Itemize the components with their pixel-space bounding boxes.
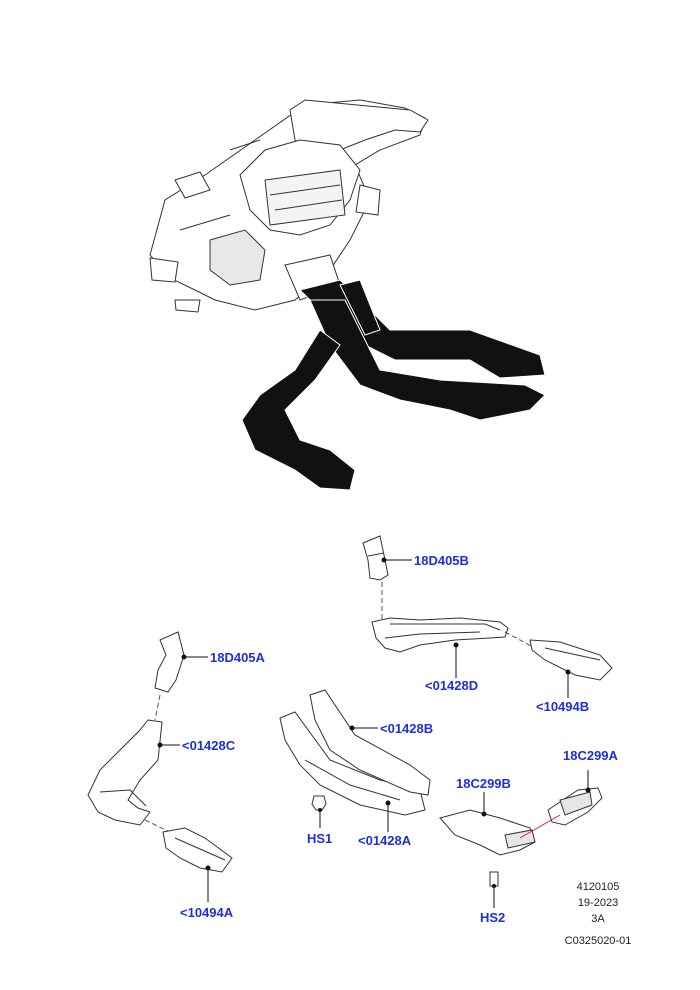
callout-18C299A: 18C299A: [563, 748, 619, 763]
part-18D405B: [362, 535, 389, 581]
part-18C299B: [439, 809, 536, 856]
dash-18D405A: [154, 694, 161, 721]
callout-18D405B: 18D405B: [414, 553, 469, 568]
part-18C299A: [547, 787, 603, 826]
part-HS1: [311, 795, 327, 811]
leader-dot-01428A: [385, 800, 391, 806]
part-HS2: [489, 871, 499, 887]
callout-10494B: <10494B: [536, 699, 589, 714]
callout-HS1: HS1: [307, 831, 332, 846]
callout-18C299B: 18C299B: [456, 776, 511, 791]
callout-01428C: <01428C: [182, 738, 236, 753]
heater-assembly-outline: [149, 99, 429, 313]
callout-01428D: <01428D: [425, 678, 478, 693]
leader-dot-01428C: [157, 742, 163, 748]
leader-dot-10494B: [565, 669, 571, 675]
part-01428C: [87, 719, 163, 826]
leader-dot-10494A: [205, 865, 211, 871]
part-18D405A: [154, 631, 185, 693]
part-01428D: [371, 617, 509, 653]
callout-18D405A: 18D405A: [210, 650, 266, 665]
callout-HS2: HS2: [480, 910, 505, 925]
reference-line-3: 3A: [591, 913, 605, 925]
leader-dot-18C299A: [585, 787, 591, 793]
dash-01428C: [144, 819, 171, 833]
reference-line-2: 19-2023: [578, 897, 618, 909]
callout-01428A: <01428A: [358, 833, 412, 848]
part-10494A: [162, 827, 233, 873]
highlight-line: [519, 814, 561, 839]
leader-dot-18D405B: [381, 557, 387, 563]
reference-line-1: 4120105: [577, 881, 620, 893]
black-duct-set: [241, 279, 546, 491]
leader-dot-HS1: [318, 808, 322, 812]
callout-10494A: <10494A: [180, 905, 234, 920]
leader-dot-01428B: [349, 725, 355, 731]
leader-dot-18C299B: [481, 811, 487, 817]
part-01428B: [279, 689, 431, 816]
reference-line-4: C0325020-01: [565, 935, 632, 947]
leader-dot-18D405A: [181, 654, 187, 660]
leader-dot-HS2: [492, 884, 496, 888]
reference-block: 4120105 19-2023 3A C0325020-01: [565, 881, 632, 947]
callout-01428B: <01428B: [380, 721, 433, 736]
leader-dot-01428D: [453, 642, 459, 648]
dash-01428D: [504, 631, 536, 649]
part-10494B: [529, 639, 613, 681]
